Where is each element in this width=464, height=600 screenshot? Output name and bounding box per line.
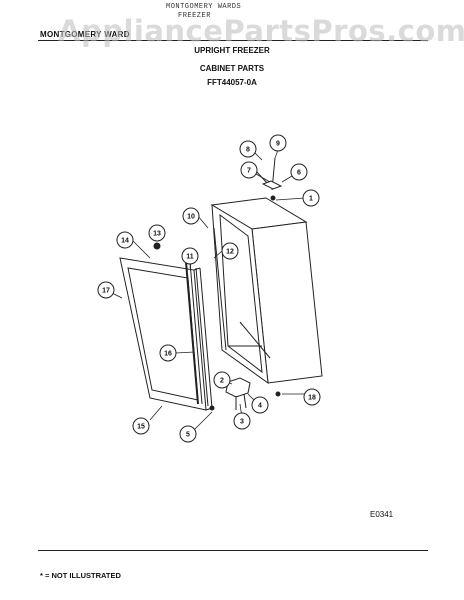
callout-4: 4 (258, 403, 262, 410)
callout-16: 16 (164, 351, 172, 358)
callout-17: 17 (102, 288, 110, 295)
brand-name: MONTGOMERY WARD (40, 30, 130, 39)
callout-13: 13 (153, 231, 161, 238)
callout-14: 14 (121, 238, 129, 245)
callout-11: 11 (186, 254, 194, 261)
typed-brand-line: MONTGOMERY WARDS (166, 3, 242, 11)
callout-8: 8 (246, 147, 250, 154)
typed-product-line: FREEZER (178, 12, 211, 20)
callout-18: 18 (308, 395, 316, 402)
not-illustrated-note: * = NOT ILLUSTRATED (40, 571, 121, 580)
section-title: CABINET PARTS (199, 64, 265, 73)
diagram-code: E0341 (370, 510, 394, 519)
cabinet-body (210, 197, 323, 385)
callout-1: 1 (309, 196, 313, 203)
callout-12: 12 (226, 249, 234, 256)
top-hinge-assembly (254, 157, 283, 201)
callout-6: 6 (297, 170, 301, 177)
callout-3: 3 (240, 419, 244, 426)
callout-circles (97, 134, 321, 443)
callout-9: 9 (276, 141, 280, 148)
callout-7: 7 (247, 168, 251, 175)
header-rule (38, 40, 428, 41)
callout-5: 5 (186, 432, 190, 439)
bottom-hinge-assembly (209, 377, 281, 411)
page-title: UPRIGHT FREEZER (194, 46, 270, 55)
callout-15: 15 (137, 424, 145, 431)
watermark-logo: AppliancePartsPros.com (58, 14, 464, 48)
footer-rule (38, 550, 428, 551)
door-gasket (185, 261, 209, 407)
door-panel (119, 257, 213, 411)
callout-10: 10 (187, 214, 195, 221)
drain-plug (153, 242, 161, 250)
callout-2: 2 (220, 378, 224, 385)
model-number: FFT44057-0A (207, 78, 257, 87)
